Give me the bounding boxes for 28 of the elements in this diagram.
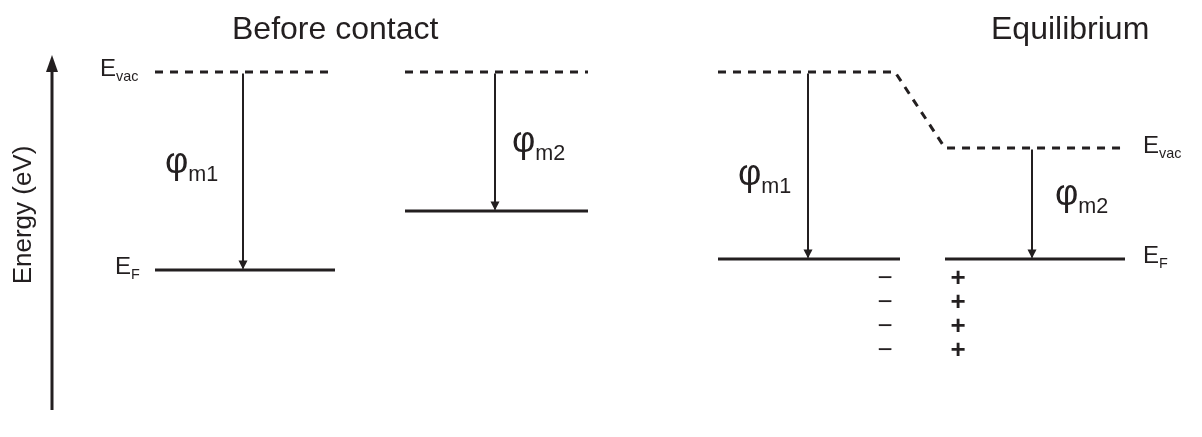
arrow bbox=[803, 72, 813, 259]
vacuum-level-line bbox=[405, 70, 588, 74]
energy-level-label: E$_{F}$ bbox=[1143, 243, 1168, 271]
arrow bbox=[490, 72, 500, 211]
charge-sign: + bbox=[950, 264, 966, 290]
axis-label: Energy (eV) bbox=[8, 145, 35, 285]
fermi-level-line bbox=[155, 268, 335, 272]
work-function-label: φ$_{m1}$ bbox=[165, 143, 219, 185]
fermi-level-line bbox=[945, 257, 1125, 261]
arrow bbox=[1027, 148, 1037, 259]
heading: Before contact bbox=[232, 12, 439, 44]
charge-sign: − bbox=[877, 312, 893, 338]
heading: Equilibrium bbox=[991, 12, 1150, 44]
charge-sign: − bbox=[877, 336, 893, 362]
charge-sign: + bbox=[950, 312, 966, 338]
fermi-level-line bbox=[405, 209, 588, 213]
energy-level-label: E$_{F}$ bbox=[115, 254, 140, 282]
energy-level-label: E$_{vac}$ bbox=[100, 56, 139, 84]
work-function-label: φ$_{m1}$ bbox=[738, 155, 792, 197]
work-function-label: φ$_{m2}$ bbox=[1055, 175, 1109, 217]
fermi-level-line bbox=[718, 257, 900, 261]
arrow bbox=[238, 72, 248, 270]
charge-sign: + bbox=[950, 288, 966, 314]
charge-sign: − bbox=[877, 288, 893, 314]
work-function-label: φ$_{m2}$ bbox=[512, 122, 566, 164]
charge-sign: − bbox=[877, 264, 893, 290]
energy-level-label: E$_{vac}$ bbox=[1143, 133, 1182, 161]
charge-sign: + bbox=[950, 336, 966, 362]
